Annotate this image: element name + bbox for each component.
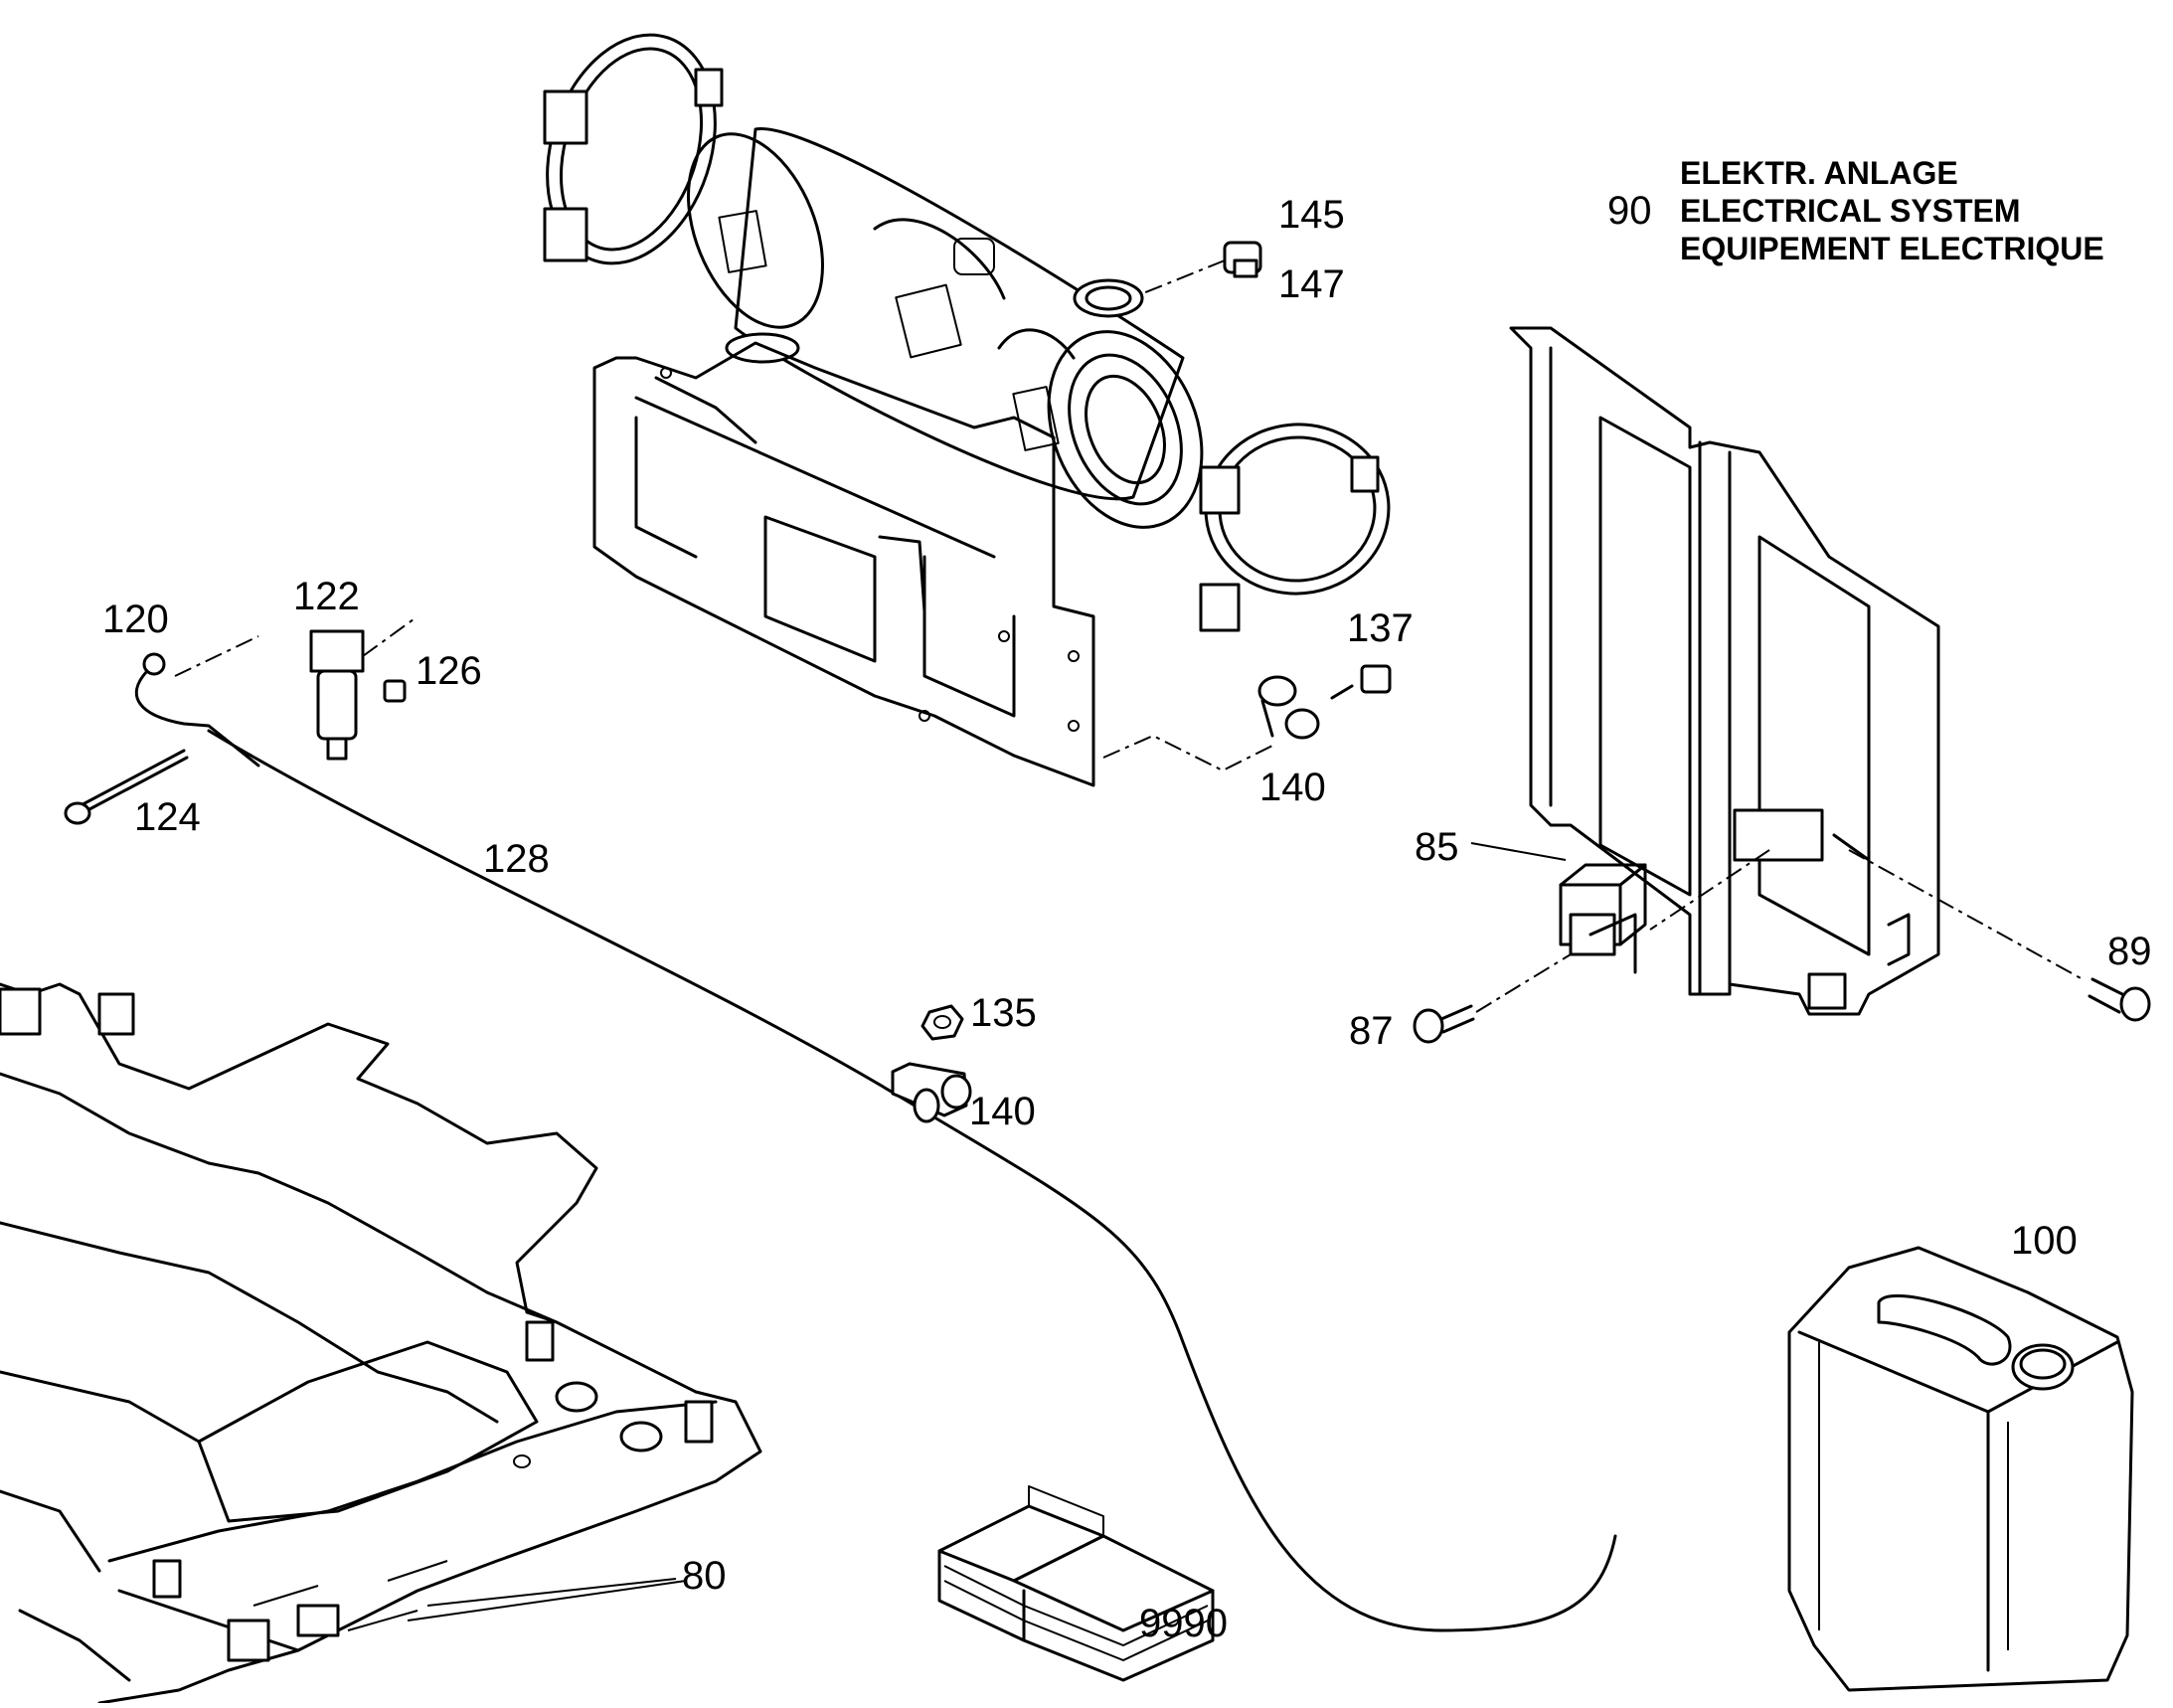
callout-120: 120 (102, 598, 169, 641)
callout-137: 137 (1347, 606, 1414, 650)
air-filter-housing (687, 127, 1204, 529)
callout-135: 135 (970, 991, 1037, 1035)
callout-87: 87 (1349, 1009, 1394, 1053)
screw-137-clip-140 (1102, 664, 1392, 772)
upper-clamp-ring (543, 33, 724, 265)
chassis-frame (0, 982, 762, 1705)
callout-145: 145 (1278, 193, 1345, 237)
callout-128: 128 (483, 837, 550, 881)
electrical-frame (1509, 326, 1940, 1016)
sensor-group (64, 615, 418, 825)
cable-128 (207, 729, 1617, 1632)
callout-80: 80 (682, 1554, 727, 1598)
bracket-85 (1470, 842, 1647, 974)
callout-85: 85 (1415, 825, 1459, 869)
section-title-de: ELEKTR. ANLAGE (1680, 155, 1958, 191)
canister (1787, 1246, 2134, 1692)
lower-clamp-ring (1199, 423, 1391, 632)
callout-89: 89 (2107, 930, 2152, 973)
callout-147: 147 (1278, 262, 1345, 306)
leader-80 (426, 1578, 677, 1607)
screws-87-89 (1413, 849, 2151, 1044)
callout-140-lower: 140 (969, 1090, 1036, 1133)
callout-100: 100 (2011, 1219, 2078, 1263)
section-title-en: ELECTRICAL SYSTEM (1680, 193, 2021, 229)
callout-126: 126 (416, 649, 482, 693)
callout-122: 122 (293, 575, 360, 618)
manual-book (937, 1485, 1215, 1682)
fitting-145-147 (1142, 241, 1262, 294)
callout-124: 124 (134, 795, 201, 839)
section-number: 90 (1607, 189, 1652, 233)
section-title-fr: EQUIPEMENT ELECTRIQUE (1680, 231, 2104, 266)
callout-9990: 9990 (1139, 1602, 1228, 1645)
callout-140-upper: 140 (1259, 766, 1326, 809)
nut-135-clip-140 (891, 1004, 972, 1123)
filter-bracket (592, 341, 1095, 787)
